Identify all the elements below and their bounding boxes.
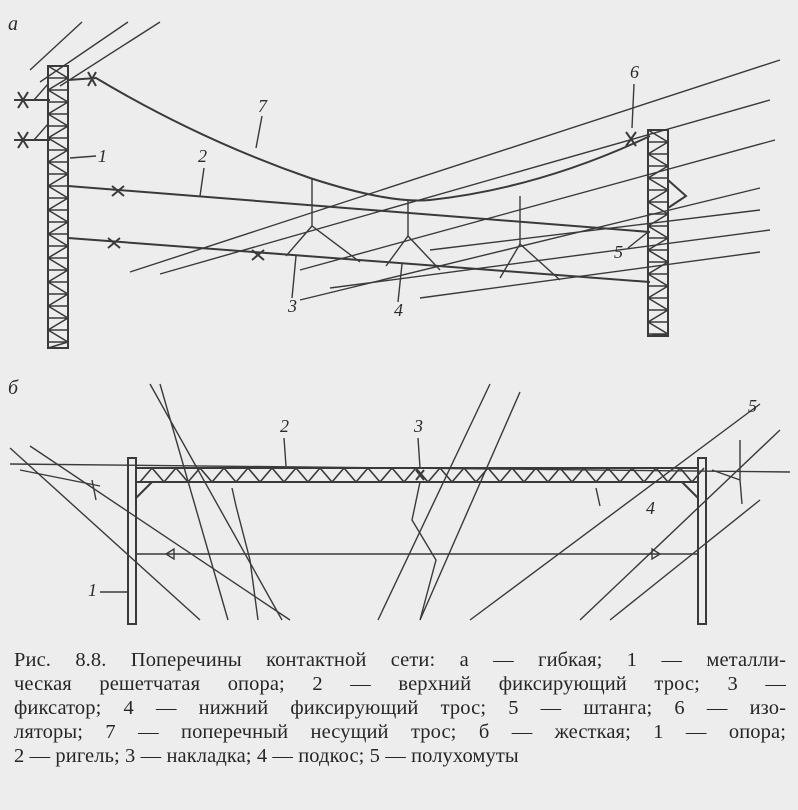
label-b-2: 2 bbox=[280, 416, 289, 436]
lower-fixing-cable bbox=[67, 237, 651, 283]
label-b-1: 1 bbox=[88, 580, 97, 600]
label-a-4: 4 bbox=[394, 300, 403, 320]
contact-wires bbox=[129, 59, 781, 301]
right-lattice-mast bbox=[647, 129, 688, 337]
caption-line: Рис. 8.8. Поперечины контактной сети: а … bbox=[14, 649, 786, 671]
insulator-icon bbox=[87, 71, 97, 87]
caption-line: 2 — ригель; 3 — накладка; 4 — подкос; 5 … bbox=[14, 745, 519, 767]
feeder-wires bbox=[29, 21, 161, 87]
label-b-3: 3 bbox=[413, 416, 423, 436]
panel-b: б bbox=[8, 377, 791, 625]
caption-line: ляторы; 7 — поперечный несущий трос; б —… bbox=[14, 721, 786, 743]
panel-b-letter: б bbox=[8, 377, 19, 399]
cross-span-carrying-cable bbox=[67, 76, 651, 202]
insulator-icon bbox=[107, 237, 121, 249]
left-pole bbox=[127, 457, 137, 625]
right-pole bbox=[697, 457, 707, 625]
label-a-6: 6 bbox=[630, 62, 639, 82]
label-b-4: 4 bbox=[646, 498, 655, 518]
panel-a-letter: а bbox=[8, 13, 18, 35]
left-lattice-mast bbox=[14, 65, 69, 349]
insulator-icon bbox=[251, 249, 265, 261]
label-a-2: 2 bbox=[198, 146, 207, 166]
label-b-5: 5 bbox=[748, 396, 757, 416]
panel-a: а bbox=[8, 13, 781, 349]
overlay-mark bbox=[415, 469, 425, 481]
span-wires bbox=[9, 383, 791, 621]
caption-line: ческая решетчатая опора; 2 — верхний фик… bbox=[14, 673, 786, 695]
upper-fixing-cable bbox=[67, 185, 651, 233]
caption-line: фиксатор; 4 — нижний фиксирующий трос; 5… bbox=[14, 697, 786, 719]
droppers-and-fixators bbox=[285, 178, 561, 303]
figure-caption: Рис. 8.8. Поперечины контактной сети: а … bbox=[14, 648, 786, 768]
label-a-1: 1 bbox=[98, 146, 107, 166]
label-a-5: 5 bbox=[614, 242, 623, 262]
half-clamps bbox=[711, 440, 743, 505]
label-a-3: 3 bbox=[287, 296, 297, 316]
label-a-7: 7 bbox=[258, 96, 268, 116]
insulator-icon bbox=[111, 185, 125, 197]
